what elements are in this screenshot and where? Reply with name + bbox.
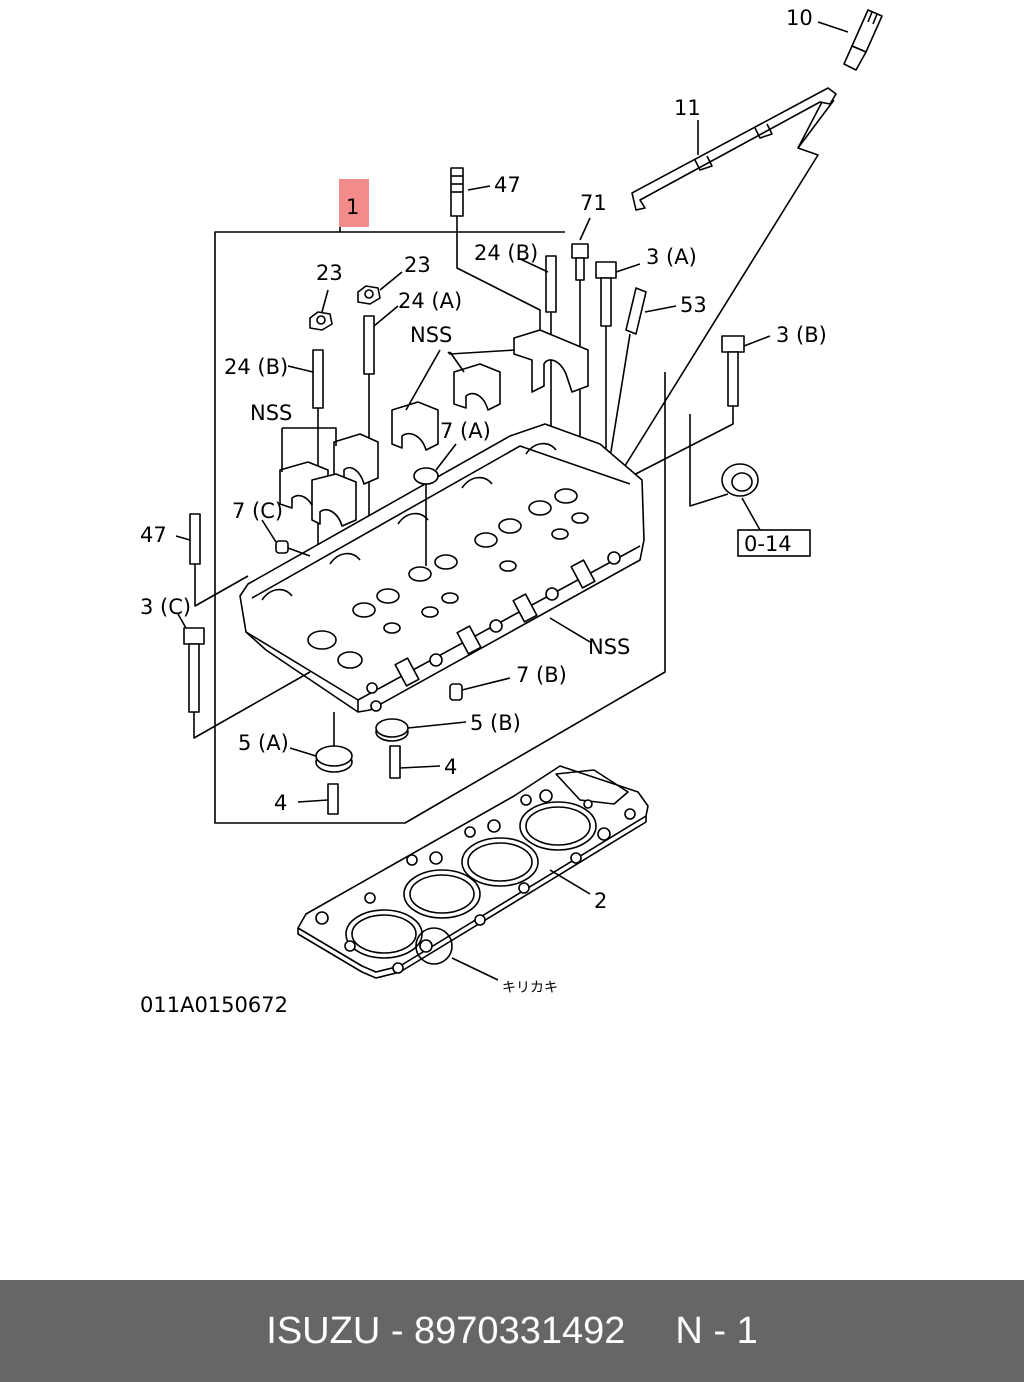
plug-7b [449, 677, 511, 701]
callout-23-left: 23 [316, 261, 343, 285]
callout-23-right: 23 [404, 253, 431, 277]
glow-plug [817, 9, 883, 71]
callout-nss-upper: NSS [410, 323, 452, 347]
callout-3b: 3 (B) [776, 323, 827, 347]
seal-5b [375, 718, 467, 742]
footer-part-number: ISUZU - 8970331492 [266, 1309, 626, 1352]
callout-labels: 10 11 47 1 71 24 (B) 3 (A) 53 3 (B) 23 2… [140, 6, 827, 1017]
dowel-pin-lower [297, 783, 339, 815]
drawing-code: 011A0150672 [140, 993, 288, 1017]
callout-24b-upper: 24 (B) [474, 241, 538, 265]
callout-5b: 5 (B) [470, 711, 521, 735]
bolt-3a [595, 261, 641, 460]
callout-53: 53 [680, 293, 707, 317]
footer-bar: ISUZU - 8970331492 N - 1 [0, 1280, 1024, 1382]
bolt-71 [571, 217, 591, 460]
bolt-3c [177, 613, 311, 739]
callout-2: 2 [594, 889, 607, 913]
callout-10: 10 [786, 6, 813, 30]
callout-7b: 7 (B) [516, 663, 567, 687]
callout-nss-lower: NSS [588, 635, 630, 659]
callout-1: 1 [346, 195, 359, 219]
callout-47-left: 47 [140, 523, 167, 547]
plug-7c [261, 519, 311, 557]
stud-47-left [175, 513, 249, 607]
nut-23-right [357, 271, 403, 305]
nut-23-left [309, 289, 333, 331]
ref-box-label: 0-14 [744, 532, 792, 556]
ref-box-frame [737, 529, 811, 557]
footer-page: N - 1 [675, 1309, 758, 1352]
callout-3a: 3 (A) [646, 245, 697, 269]
callout-4-lower: 4 [274, 791, 287, 815]
callout-3c: 3 (C) [140, 595, 191, 619]
stud-47-top [450, 167, 541, 340]
notch-label: キリカキ [502, 980, 558, 996]
callout-11: 11 [674, 96, 701, 120]
callout-4-upper: 4 [444, 755, 457, 779]
callout-71: 71 [580, 191, 607, 215]
callout-24b-left: 24 (B) [224, 355, 288, 379]
head-gasket [297, 765, 649, 981]
callout-7a: 7 (A) [440, 419, 491, 443]
callout-47-top: 47 [494, 173, 521, 197]
dowel-pin-upper [389, 745, 441, 779]
callout-nss-left: NSS [250, 401, 292, 425]
seal-5a [289, 712, 353, 773]
oil-seal [689, 414, 761, 531]
parts-diagram: 10 11 47 1 71 24 (B) 3 (A) 53 3 (B) 23 2… [140, 6, 883, 1017]
callout-7c: 7 (C) [232, 499, 283, 523]
assembly-frame [214, 231, 666, 824]
callout-5a: 5 (A) [238, 731, 289, 755]
bolt-3b [619, 335, 771, 483]
camshaft-caps [279, 329, 589, 527]
glow-plug-connector-plate [631, 87, 837, 211]
stud-53 [607, 287, 677, 471]
callout-24a: 24 (A) [398, 289, 462, 313]
item-1-highlight [339, 179, 369, 227]
cylinder-head [239, 423, 645, 713]
